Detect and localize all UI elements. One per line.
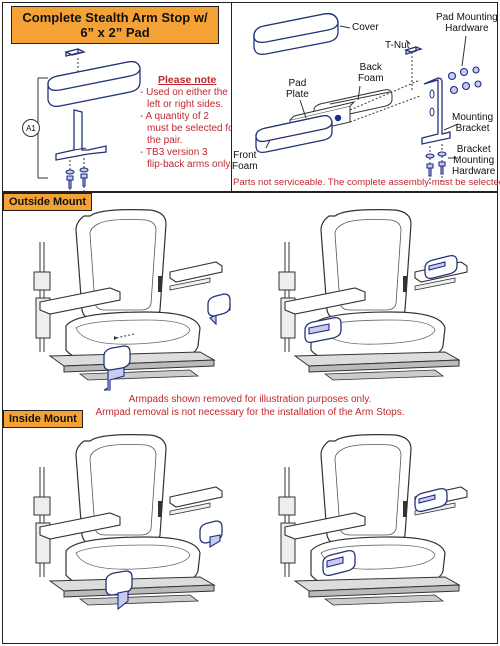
label-front-foam-line1: Front (233, 150, 257, 161)
note-line: left or right sides. (147, 99, 224, 110)
label-back-foam-line2: Foam (358, 73, 384, 84)
product-title: Complete Stealth Arm Stop w/6” x 2” Pad (11, 6, 219, 44)
label-pad-plate: Pad Plate (286, 78, 309, 100)
not-serviceable-note: Parts not serviceable. The complete asse… (233, 177, 500, 188)
label-t-nut: T-Nut (385, 40, 410, 51)
label-mounting-bracket: Mounting Bracket (452, 112, 493, 134)
note-title: Please note (158, 74, 217, 86)
outside-mount-seat-removed-pads (20, 206, 231, 391)
note-line: flip-back arms only. (147, 159, 233, 170)
inside-mount-seat-installed (265, 426, 485, 626)
label-pad-mounting-hardware: Pad Mounting Hardware (436, 12, 498, 34)
label-bracket-mounting-hardware: Bracket Mounting Hardware (452, 144, 495, 177)
label-bracket-mounting-hardware-line3: Hardware (452, 166, 496, 177)
label-front-foam: Front Foam (232, 150, 258, 172)
note-line: must be selected for (147, 123, 238, 134)
note-line: - TB3 version 3 (140, 147, 208, 158)
label-bracket-mounting-hardware-line2: Mounting (453, 155, 495, 166)
caption-line1: Armpads shown removed for illustration p… (128, 394, 372, 405)
exploded-view-illustration (253, 13, 482, 184)
note-line: the pair. (147, 135, 183, 146)
label-mounting-bracket-line1: Mounting (452, 112, 494, 123)
inside-mount-tag: Inside Mount (3, 410, 83, 428)
label-bracket-mounting-hardware-line1: Bracket (456, 144, 491, 155)
product-title-line1: Complete Stealth Arm Stop w/ (22, 10, 208, 25)
label-front-foam-line2: Foam (232, 161, 258, 172)
inside-mount-seat-removed-pads (20, 426, 240, 611)
label-back-foam-line1: Back (359, 62, 382, 73)
callout-a1: A1 (26, 124, 36, 133)
label-mounting-bracket-line2: Bracket (455, 123, 490, 134)
outside-mount-tag: Outside Mount (3, 193, 92, 211)
note-line: - A quantity of 2 (140, 111, 209, 122)
outside-mount-seat-installed (265, 206, 485, 396)
label-pad-plate-line1: Pad (288, 78, 307, 89)
label-cover: Cover (352, 22, 379, 33)
note-line: - Used on either the (140, 87, 228, 98)
label-pad-mounting-hardware-line1: Pad Mounting (436, 12, 498, 23)
arm-stop-assembly-illustration (22, 48, 141, 195)
caption-line2: Armpad removal is not necessary for the … (95, 407, 405, 418)
label-pad-mounting-hardware-line2: Hardware (445, 23, 489, 34)
product-title-line2: 6” x 2” Pad (80, 25, 150, 40)
label-back-foam: Back Foam (358, 62, 384, 84)
label-pad-plate-line2: Plate (286, 89, 309, 100)
